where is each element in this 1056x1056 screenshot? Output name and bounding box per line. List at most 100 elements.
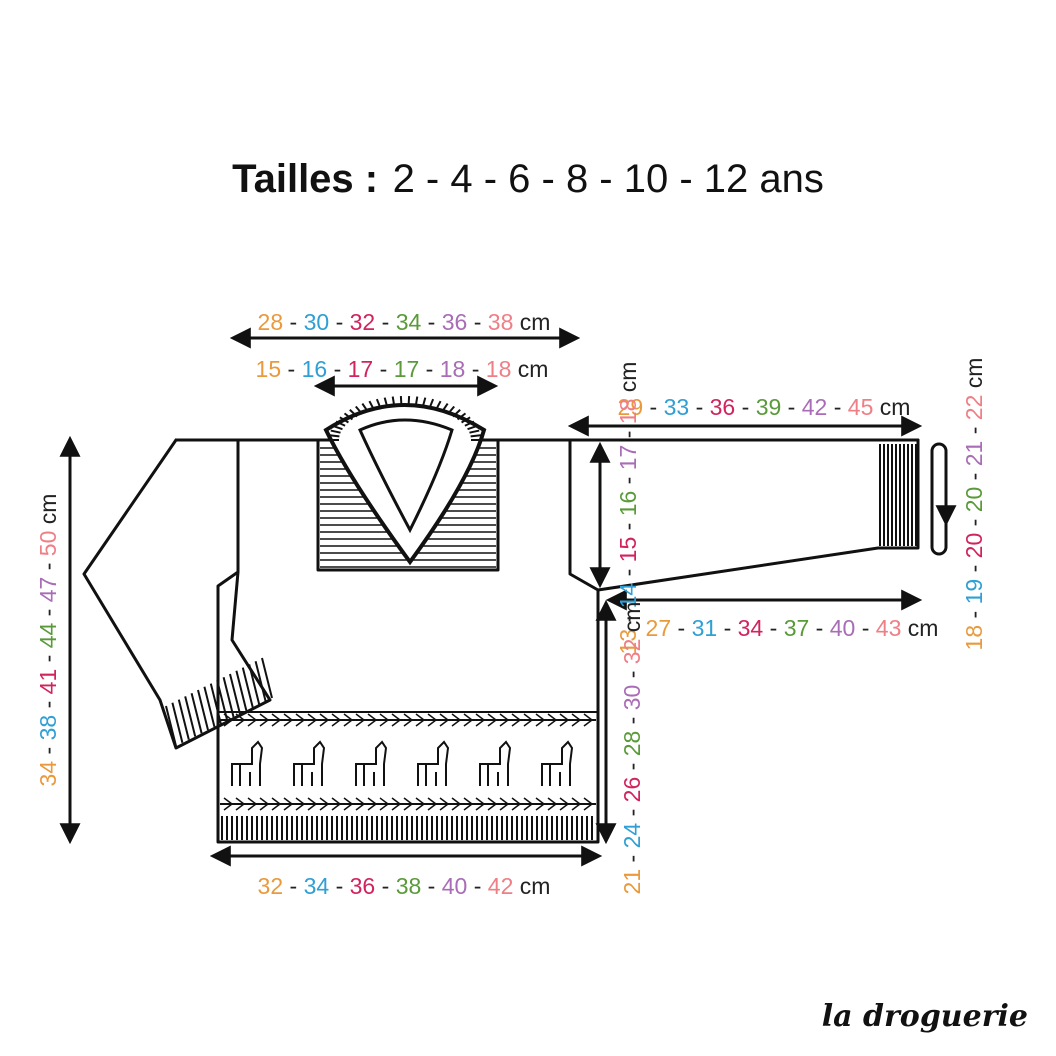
separator: - <box>961 558 987 578</box>
neck_width-value: 16 <box>302 356 328 382</box>
sleeve-under-label: 27 - 31 - 34 - 37 - 40 - 43 cm <box>646 615 939 641</box>
hem_width-value: 36 <box>350 873 376 899</box>
separator: - <box>421 873 441 899</box>
total_length-value: 47 <box>35 577 61 603</box>
sleeve_under-value: 34 <box>738 615 764 641</box>
hem_width-value: 32 <box>258 873 284 899</box>
unit-label: cm <box>961 358 987 395</box>
cuff_width-value: 18 <box>961 625 987 651</box>
total_length-value: 38 <box>35 715 61 741</box>
shoulder_width-value: 36 <box>442 309 468 335</box>
title-sizes: 2 - 4 - 6 - 8 - 10 - 12 ans <box>393 157 824 201</box>
sleeve-length-label: 29 - 33 - 36 - 39 - 42 - 45 cm <box>618 394 911 420</box>
total-length-label: 34 - 38 - 41 - 44 - 47 - 50 cm <box>35 494 61 787</box>
separator: - <box>283 309 303 335</box>
hem_width-value: 40 <box>442 873 468 899</box>
separator: - <box>961 466 987 486</box>
separator: - <box>615 608 641 628</box>
total_length-value: 41 <box>35 669 61 695</box>
unit-label: cm <box>35 494 61 531</box>
shawl-collar-inner <box>358 418 454 534</box>
llama-motifs <box>231 740 574 786</box>
llama-icon <box>541 740 574 786</box>
separator: - <box>619 802 645 822</box>
shoulder_width-value: 28 <box>258 309 284 335</box>
separator: - <box>329 873 349 899</box>
hem-ribbing <box>221 816 593 840</box>
unit-label: cm <box>513 873 550 899</box>
neck_width-value: 18 <box>440 356 466 382</box>
separator: - <box>421 309 441 335</box>
unit-label: cm <box>513 309 550 335</box>
separator: - <box>615 562 641 582</box>
separator: - <box>35 694 61 714</box>
separator: - <box>327 356 347 382</box>
hem_width-value: 34 <box>304 873 330 899</box>
sleeve_length-value: 42 <box>802 394 828 420</box>
left-sleeve <box>82 438 272 750</box>
right-sleeve <box>568 438 920 592</box>
sleeve_length-value: 33 <box>664 394 690 420</box>
armhole_depth-value: 18 <box>615 399 641 425</box>
separator: - <box>467 309 487 335</box>
separator: - <box>827 394 847 420</box>
neck-width-label: 15 - 16 - 17 - 17 - 18 - 18 cm <box>256 356 549 382</box>
body_side-value: 21 <box>619 869 645 895</box>
llama-icon <box>293 740 326 786</box>
armhole_depth-value: 16 <box>615 491 641 517</box>
separator: - <box>619 756 645 776</box>
hem_width-value: 38 <box>396 873 422 899</box>
hem_width-value: 42 <box>488 873 514 899</box>
cuff-width-loop <box>930 442 948 556</box>
neck_width-value: 18 <box>486 356 512 382</box>
sleeve_under-value: 27 <box>646 615 672 641</box>
separator: - <box>809 615 829 641</box>
separator: - <box>467 873 487 899</box>
body-side-label: 21 - 24 - 26 - 28 - 30 - 32 cm <box>619 602 645 895</box>
sleeve_length-value: 29 <box>618 394 644 420</box>
separator: - <box>961 420 987 440</box>
body_side-value: 26 <box>619 777 645 803</box>
llama-icon <box>479 740 512 786</box>
unit-label: cm <box>619 602 645 639</box>
cuff_width-value: 20 <box>961 533 987 559</box>
unit-label: cm <box>615 362 641 399</box>
body_side-value: 28 <box>619 731 645 757</box>
sleeve_length-value: 45 <box>848 394 874 420</box>
separator: - <box>961 604 987 624</box>
body_side-value: 30 <box>619 685 645 711</box>
separator: - <box>329 309 349 335</box>
total_length-value: 50 <box>35 531 61 557</box>
separator: - <box>855 615 875 641</box>
separator: - <box>419 356 439 382</box>
separator: - <box>619 710 645 730</box>
separator: - <box>735 394 755 420</box>
armhole_depth-value: 17 <box>615 445 641 471</box>
separator: - <box>615 470 641 490</box>
title-label: Tailles : <box>232 157 378 201</box>
shoulder_width-value: 34 <box>396 309 422 335</box>
separator: - <box>781 394 801 420</box>
separator: - <box>375 873 395 899</box>
separator: - <box>283 873 303 899</box>
separator: - <box>961 512 987 532</box>
cuff-width-label: 18 - 19 - 20 - 20 - 21 - 22 cm <box>961 358 987 651</box>
sweater-illustration <box>82 396 920 844</box>
armhole_depth-value: 15 <box>615 537 641 563</box>
armhole_depth-value: 14 <box>615 583 641 609</box>
sleeve_under-value: 40 <box>830 615 856 641</box>
neck_width-value: 17 <box>348 356 374 382</box>
cuff_width-value: 20 <box>961 487 987 513</box>
separator: - <box>465 356 485 382</box>
separator: - <box>35 740 61 760</box>
separator: - <box>615 424 641 444</box>
sleeve_under-value: 37 <box>784 615 810 641</box>
measurement-arrows <box>59 327 957 867</box>
separator: - <box>763 615 783 641</box>
shoulder_width-value: 38 <box>488 309 514 335</box>
separator: - <box>35 648 61 668</box>
llama-icon <box>417 740 450 786</box>
left-cuff-ribbing <box>165 657 273 747</box>
brand-logo: la droguerie <box>822 999 1028 1034</box>
llama-icon <box>231 740 264 786</box>
